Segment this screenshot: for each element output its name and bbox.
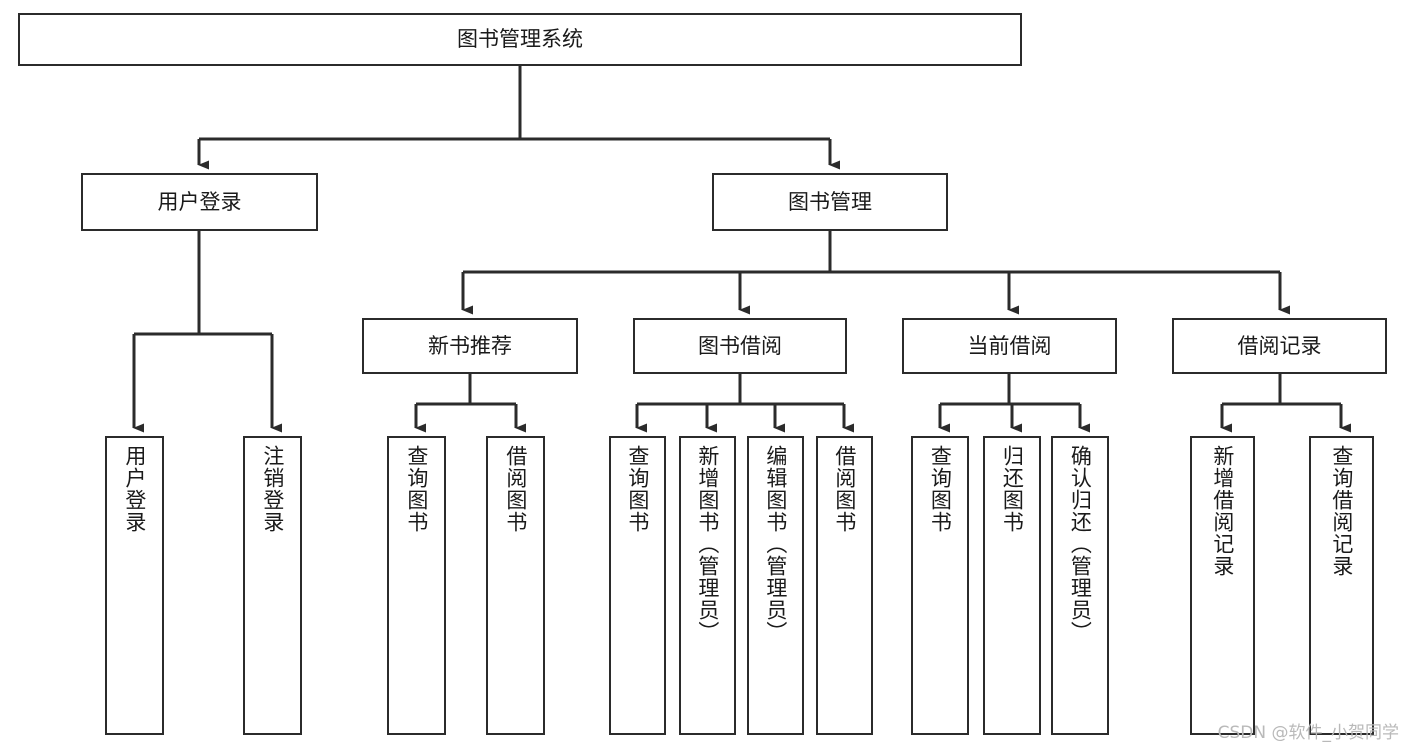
node-borrow-record-label: 借阅记录 — [1237, 333, 1322, 358]
leaf-node-label: 注销登录 — [260, 445, 285, 533]
leaf-node[interactable]: 查询借阅记录 — [1309, 436, 1374, 735]
node-user-login-label: 用户登录 — [157, 189, 242, 214]
leaf-node-label: 查询图书 — [928, 445, 953, 533]
leaf-node-label: 查询图书 — [625, 445, 650, 533]
node-book-management-label: 图书管理 — [788, 189, 872, 214]
leaf-node[interactable]: 查询图书 — [609, 436, 666, 735]
leaf-node[interactable]: 注销登录 — [243, 436, 302, 735]
node-book-management[interactable]: 图书管理 — [712, 173, 948, 231]
leaf-node[interactable]: 查询图书 — [387, 436, 446, 735]
node-root-system[interactable]: 图书管理系统 — [18, 13, 1022, 66]
leaf-node[interactable]: 新增图书（管理员） — [679, 436, 736, 735]
leaf-node[interactable]: 新增借阅记录 — [1190, 436, 1255, 735]
leaf-node[interactable]: 用户登录 — [105, 436, 164, 735]
leaf-node-label: 借阅图书 — [832, 445, 857, 533]
leaf-node-label: 新增借阅记录 — [1210, 445, 1235, 577]
node-current-borrow[interactable]: 当前借阅 — [902, 318, 1117, 374]
node-new-book-recommend-label: 新书推荐 — [428, 333, 512, 358]
leaf-node-label: 查询借阅记录 — [1329, 445, 1354, 577]
node-user-login[interactable]: 用户登录 — [81, 173, 318, 231]
node-current-borrow-label: 当前借阅 — [967, 333, 1052, 358]
leaf-node-label: 新增图书（管理员） — [695, 445, 720, 643]
node-root-label: 图书管理系统 — [457, 27, 583, 52]
leaf-node-label: 用户登录 — [122, 445, 147, 533]
csdn-watermark: CSDN @软件_小贺同学 — [1217, 723, 1399, 743]
leaf-node-label: 确认归还（管理员） — [1068, 445, 1093, 643]
node-borrow-record[interactable]: 借阅记录 — [1172, 318, 1387, 374]
leaf-node-label: 归还图书 — [1000, 445, 1025, 533]
leaf-node[interactable]: 查询图书 — [911, 436, 969, 735]
leaf-node[interactable]: 借阅图书 — [486, 436, 545, 735]
leaf-node-label: 编辑图书（管理员） — [763, 445, 788, 643]
leaf-node[interactable]: 归还图书 — [983, 436, 1041, 735]
leaf-node-label: 借阅图书 — [503, 445, 528, 533]
leaf-node[interactable]: 确认归还（管理员） — [1051, 436, 1109, 735]
leaf-node[interactable]: 借阅图书 — [816, 436, 873, 735]
leaf-node-label: 查询图书 — [404, 445, 429, 533]
leaf-node[interactable]: 编辑图书（管理员） — [747, 436, 804, 735]
node-new-book-recommend[interactable]: 新书推荐 — [362, 318, 578, 374]
node-book-borrow[interactable]: 图书借阅 — [633, 318, 847, 374]
node-book-borrow-label: 图书借阅 — [698, 333, 782, 358]
